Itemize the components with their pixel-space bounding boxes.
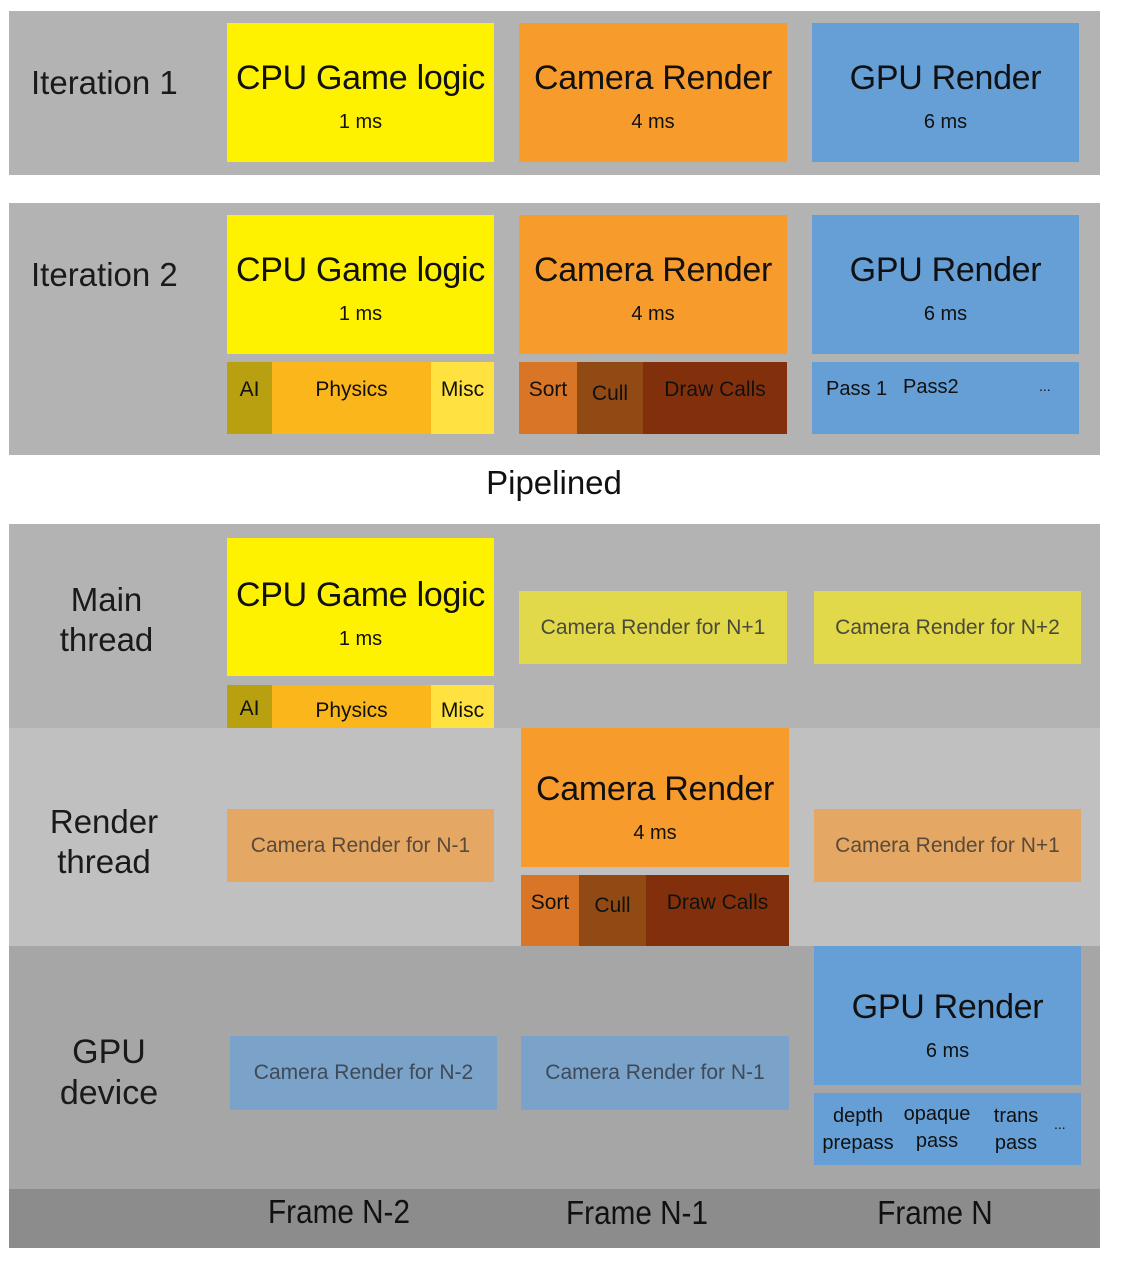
block-duration: 6 ms — [923, 111, 968, 133]
block-title: CPU Game logic — [236, 251, 485, 289]
cpu-subtasks: AI Physics Misc — [227, 362, 494, 434]
line-1: opaque — [903, 1103, 971, 1125]
frame-n-minus-2-label: Frame N-2 — [268, 1193, 410, 1230]
pipelined-heading: Pipelined — [486, 464, 622, 501]
camera-subtasks: Sort Cull Draw Calls — [519, 362, 787, 434]
subtask-draw-calls: Draw Calls — [643, 362, 787, 434]
camera-render-block: Camera Render 4 ms — [521, 728, 789, 867]
block-duration: 6 ms — [923, 303, 968, 325]
camera-render-n-minus-1-ghost: Camera Render for N-1 — [521, 1036, 789, 1110]
render-thread-label: Render thread — [39, 802, 169, 881]
block-duration: 4 ms — [631, 303, 675, 325]
line-2: prepass — [822, 1132, 894, 1154]
subtask-misc: Misc — [431, 685, 494, 728]
gpu-device-label: GPU device — [49, 1032, 169, 1114]
render-thread-lane: Render thread Camera Render for N-1 Came… — [9, 728, 1100, 946]
camera-render-n-plus-1-ghost: Camera Render for N+1 — [814, 809, 1081, 882]
cpu-subtasks: AI Physics Misc — [227, 685, 494, 728]
label-line-2: device — [59, 1073, 159, 1112]
camera-render-n-minus-1-ghost: Camera Render for N-1 — [227, 809, 494, 882]
label-line-1: Render — [49, 803, 159, 840]
block-title: Camera Render — [536, 770, 774, 808]
line-2: pass — [994, 1132, 1038, 1154]
subtask-sort: Sort — [521, 875, 579, 946]
subtask-more: ... — [1054, 1116, 1066, 1132]
label-line-2: thread — [59, 620, 154, 658]
label-line-1: GPU — [72, 1033, 146, 1071]
subtask-pass-1: Pass 1 — [826, 378, 888, 400]
camera-render-n-plus-2-ghost: Camera Render for N+2 — [814, 591, 1081, 664]
gpu-subtasks: depth prepass opaque pass trans pass ... — [814, 1093, 1081, 1165]
camera-render-n-plus-1-ghost: Camera Render for N+1 — [519, 591, 787, 664]
iteration-2-panel: Iteration 2 CPU Game logic 1 ms Camera R… — [9, 203, 1100, 455]
line-1: depth — [832, 1105, 884, 1127]
camera-render-block: Camera Render 4 ms — [519, 23, 787, 162]
subtask-cull: Cull — [577, 362, 643, 434]
subtask-opaque-pass: opaque pass — [898, 1101, 976, 1155]
main-thread-lane: Main thread CPU Game logic 1 ms AI Physi… — [9, 524, 1100, 728]
camera-subtasks: Sort Cull Draw Calls — [521, 875, 789, 946]
block-title: GPU Render — [849, 251, 1042, 289]
block-duration: 1 ms — [338, 111, 383, 133]
block-title: Camera Render — [534, 251, 772, 289]
subtask-physics: Physics — [272, 362, 431, 434]
iteration-1-label: Iteration 1 — [31, 64, 178, 101]
iteration-2-label: Iteration 2 — [31, 256, 178, 293]
camera-render-block: Camera Render 4 ms — [519, 215, 787, 354]
subtask-ai: AI — [227, 685, 272, 728]
subtask-more: ... — [1039, 378, 1051, 394]
block-title: GPU Render — [851, 988, 1044, 1026]
gpu-render-block: GPU Render 6 ms — [812, 23, 1079, 162]
block-title: CPU Game logic — [236, 59, 485, 97]
camera-render-n-minus-2-ghost: Camera Render for N-2 — [230, 1036, 497, 1110]
block-title: Camera Render — [534, 59, 772, 97]
main-thread-label: Main thread — [49, 580, 164, 659]
line-2: pass — [915, 1130, 959, 1152]
subtask-trans-pass: trans pass — [982, 1103, 1050, 1157]
gpu-device-lane: GPU device Camera Render for N-2 Camera … — [9, 946, 1100, 1189]
subtask-sort: Sort — [519, 362, 577, 434]
frame-axis: Frame N-2 Frame N-1 Frame N — [9, 1189, 1100, 1248]
cpu-game-logic-block: CPU Game logic 1 ms — [227, 215, 494, 354]
line-1: trans — [993, 1105, 1039, 1127]
block-title: GPU Render — [849, 59, 1042, 97]
subtask-cull: Cull — [579, 875, 646, 946]
cpu-game-logic-block: CPU Game logic 1 ms — [227, 23, 494, 162]
subtask-draw-calls: Draw Calls — [646, 875, 789, 946]
subtask-ai: AI — [227, 362, 272, 434]
subtask-misc: Misc — [431, 362, 494, 434]
block-duration: 6 ms — [925, 1040, 970, 1062]
gpu-render-block: GPU Render 6 ms — [812, 215, 1079, 354]
block-duration: 4 ms — [631, 111, 675, 133]
cpu-game-logic-block: CPU Game logic 1 ms — [227, 538, 494, 676]
block-duration: 4 ms — [633, 822, 677, 844]
subtask-pass-2: Pass2 — [903, 376, 959, 398]
subtask-physics: Physics — [272, 685, 431, 728]
frame-n-label: Frame N — [877, 1194, 993, 1231]
iteration-1-panel: Iteration 1 CPU Game logic 1 ms Camera R… — [9, 11, 1100, 175]
block-title: CPU Game logic — [236, 576, 485, 614]
frame-n-minus-1-label: Frame N-1 — [566, 1194, 708, 1231]
subtask-depth-prepass: depth prepass — [818, 1103, 898, 1157]
label-line-2: thread — [57, 842, 151, 880]
gpu-render-block: GPU Render 6 ms — [814, 946, 1081, 1085]
label-line-1: Main — [70, 581, 143, 618]
block-duration: 1 ms — [338, 628, 383, 650]
block-duration: 1 ms — [338, 303, 383, 325]
gpu-subtasks: Pass 1 Pass2 ... — [812, 362, 1079, 434]
